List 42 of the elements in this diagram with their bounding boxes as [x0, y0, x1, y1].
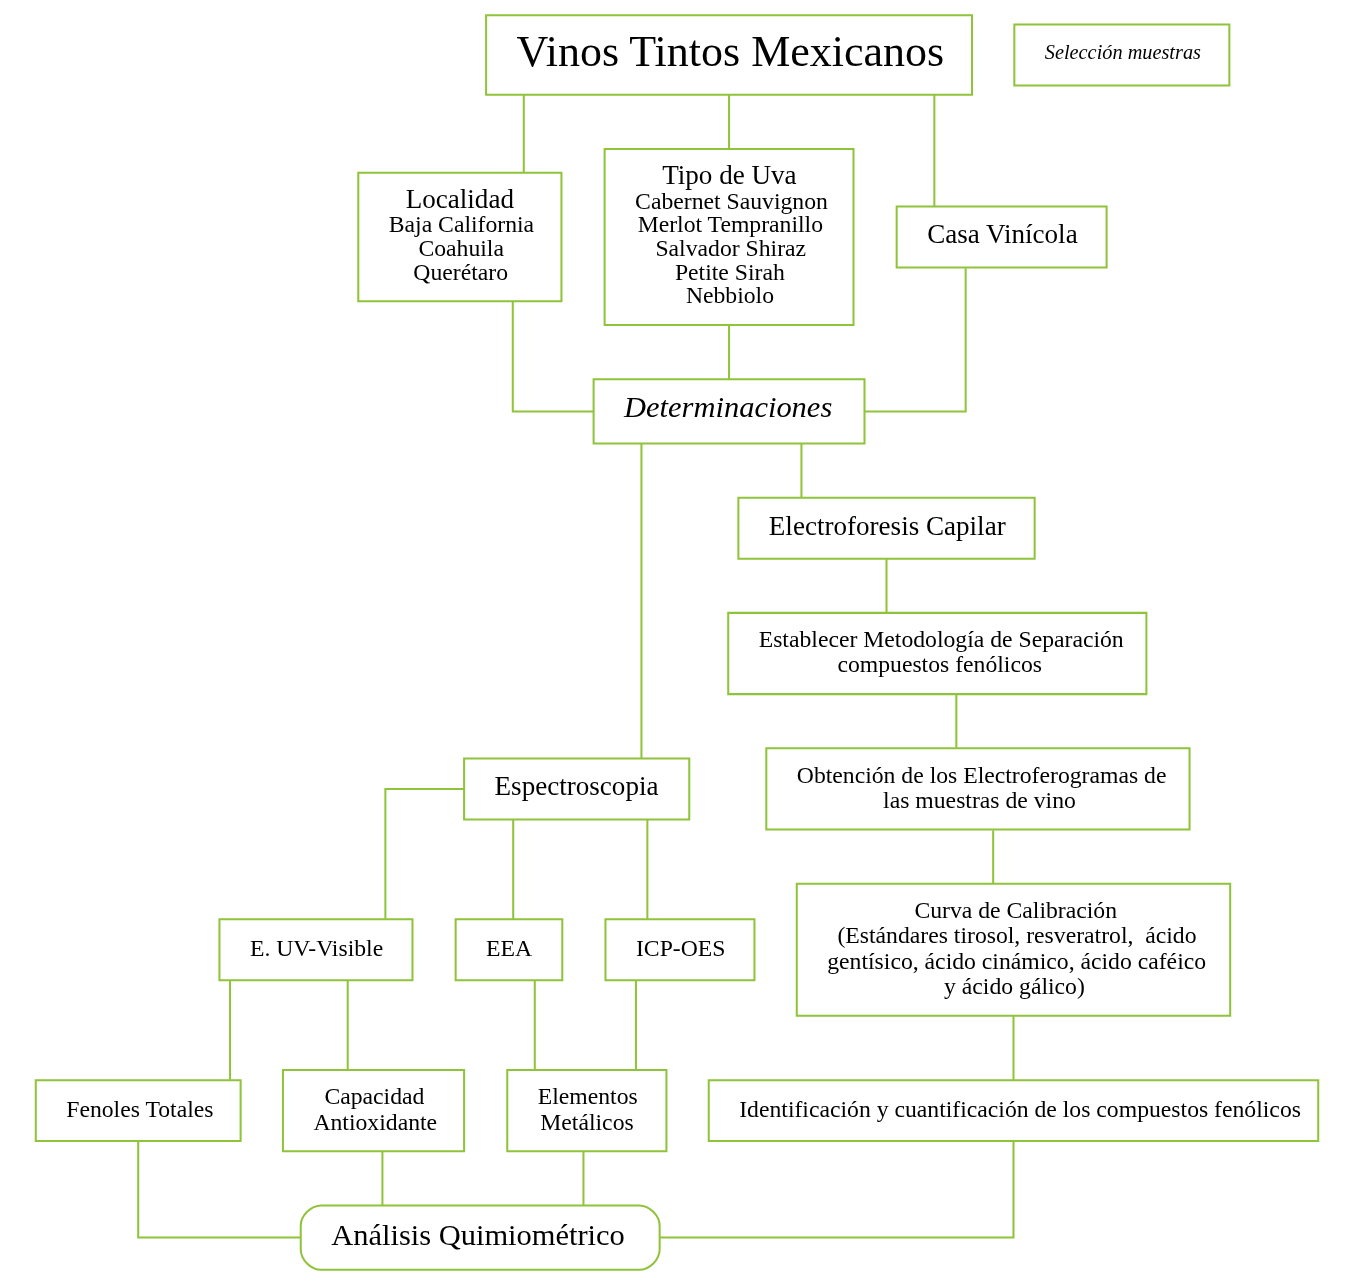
node-box: Espectroscopia — [462, 757, 690, 821]
node-box: Identificación y cuantificación de los compuestos fenólicos — [707, 1079, 1319, 1143]
connector — [645, 819, 648, 919]
connector — [727, 94, 730, 149]
connector — [991, 830, 994, 884]
node-box: Obtención de los Electroferogramas de las muestras de vino — [764, 747, 1191, 831]
node-box: Establecer Metodología de Separación compuestos fenólicos — [726, 611, 1147, 696]
connector — [634, 980, 637, 1070]
connector — [136, 1141, 301, 1239]
connector — [380, 1151, 383, 1206]
connector — [659, 1141, 1014, 1239]
node-box: Determinaciones — [592, 378, 865, 445]
connector — [522, 94, 525, 173]
node-box: Selección muestras — [1012, 23, 1230, 87]
node-box: Fenoles Totales — [34, 1079, 242, 1143]
connector — [864, 268, 967, 413]
connector — [639, 443, 642, 759]
connector — [511, 301, 593, 413]
node-box: ICP-OES — [603, 918, 755, 982]
connector — [346, 980, 349, 1070]
node-box: Tipo de Uva Cabernet Sauvignon Merlot Tempranillo Salvador Shiraz Petite Sirah Nebbiolo — [603, 147, 854, 327]
node-box: Elementos Metálicos — [505, 1068, 667, 1153]
node-box: Capacidad Antioxidante — [281, 1068, 465, 1153]
connector — [954, 694, 957, 748]
node-box: Localidad Baja California Coahuila Querétaro — [356, 171, 562, 303]
node-box: E. UV-Visible — [217, 918, 413, 982]
connector — [581, 1151, 584, 1206]
connector — [228, 980, 231, 1080]
connector — [533, 980, 536, 1070]
node-box: Casa Vinícola — [895, 205, 1108, 269]
node-box: Vinos Tintos Mexicanos — [484, 14, 973, 96]
connector — [511, 819, 514, 919]
connector — [885, 559, 888, 613]
node-box: EEA — [454, 918, 563, 982]
node-box: Electroforesis Capilar — [736, 496, 1036, 560]
node-box: Curva de Calibración (Estándares tirosol, resveratrol, ácido gentísico, ácido cinámico, ácido caféico y ácido gálico) — [795, 882, 1231, 1017]
connector — [799, 443, 802, 498]
connector — [383, 787, 464, 919]
connector — [727, 325, 730, 380]
connector — [1011, 1016, 1014, 1080]
connector — [932, 94, 935, 207]
node-box: Análisis Quimiométrico — [299, 1204, 661, 1271]
